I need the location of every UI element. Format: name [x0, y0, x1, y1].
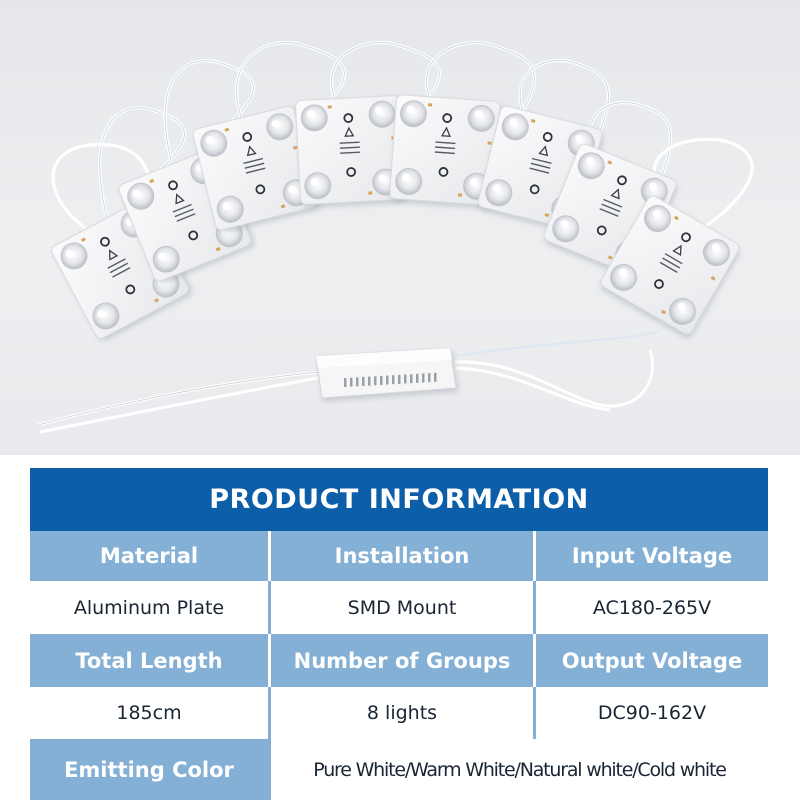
- header-installation: Installation: [268, 531, 533, 581]
- table-title: PRODUCT INFORMATION: [30, 468, 768, 531]
- led-driver: [37, 328, 661, 434]
- led-lens: [395, 168, 423, 196]
- led-lens: [127, 182, 155, 210]
- led-module: [600, 195, 740, 335]
- product-information-table: PRODUCT INFORMATION Material Installatio…: [30, 468, 768, 800]
- warning-icon: [175, 193, 185, 205]
- wire-loop: [331, 42, 440, 111]
- header-output-voltage: Output Voltage: [533, 634, 768, 687]
- led-lens: [152, 245, 180, 273]
- led-module: [389, 94, 501, 206]
- led-lens: [644, 205, 672, 233]
- led-lens: [300, 104, 328, 132]
- wire-loop: [51, 142, 152, 237]
- value-total-length: 185cm: [30, 687, 268, 739]
- warning-icon: [610, 188, 620, 200]
- header-total-length: Total Length: [30, 634, 268, 687]
- warning-icon: [108, 249, 119, 261]
- warning-icon: [246, 145, 257, 157]
- header-emitting-color: Emitting Color: [30, 739, 268, 800]
- led-lens: [668, 297, 696, 325]
- led-lens: [304, 172, 332, 200]
- value-number-of-groups: 8 lights: [268, 687, 533, 739]
- led-lens: [702, 239, 730, 267]
- led-lens: [200, 129, 228, 157]
- product-photo: [0, 0, 800, 455]
- led-module: [192, 105, 318, 231]
- led-lens: [501, 113, 529, 141]
- value-input-voltage: AC180-265V: [533, 581, 768, 634]
- wire-loop: [519, 60, 609, 171]
- led-lens: [467, 104, 495, 132]
- warning-icon: [344, 126, 355, 137]
- connecting-wires: [51, 40, 754, 237]
- led-lens: [485, 179, 513, 207]
- led-lens: [552, 215, 580, 243]
- value-material: Aluminum Plate: [30, 581, 268, 634]
- led-lens: [399, 100, 427, 128]
- led-lens: [266, 113, 294, 141]
- value-installation: SMD Mount: [268, 581, 533, 634]
- value-output-voltage: DC90-162V: [533, 687, 768, 739]
- led-lens: [92, 302, 120, 330]
- warning-icon: [538, 145, 549, 157]
- led-lens: [577, 152, 605, 180]
- led-module: [295, 95, 405, 205]
- wire-loop: [426, 42, 535, 129]
- led-lens: [216, 195, 244, 223]
- wire-loop: [652, 137, 754, 232]
- led-modules: [51, 94, 740, 339]
- header-input-voltage: Input Voltage: [533, 531, 768, 581]
- wire-loop: [99, 107, 185, 231]
- wire-loop: [236, 42, 345, 129]
- wire-loop: [164, 60, 254, 176]
- led-lens: [610, 263, 638, 291]
- led-lens: [60, 242, 88, 270]
- header-material: Material: [30, 531, 268, 581]
- led-module-string-illustration: [37, 40, 754, 434]
- value-emitting-color: Pure White/Warm White/Natural white/Cold…: [268, 739, 768, 800]
- warning-icon: [672, 244, 682, 256]
- warning-icon: [440, 126, 451, 138]
- header-number-of-groups: Number of Groups: [268, 634, 533, 687]
